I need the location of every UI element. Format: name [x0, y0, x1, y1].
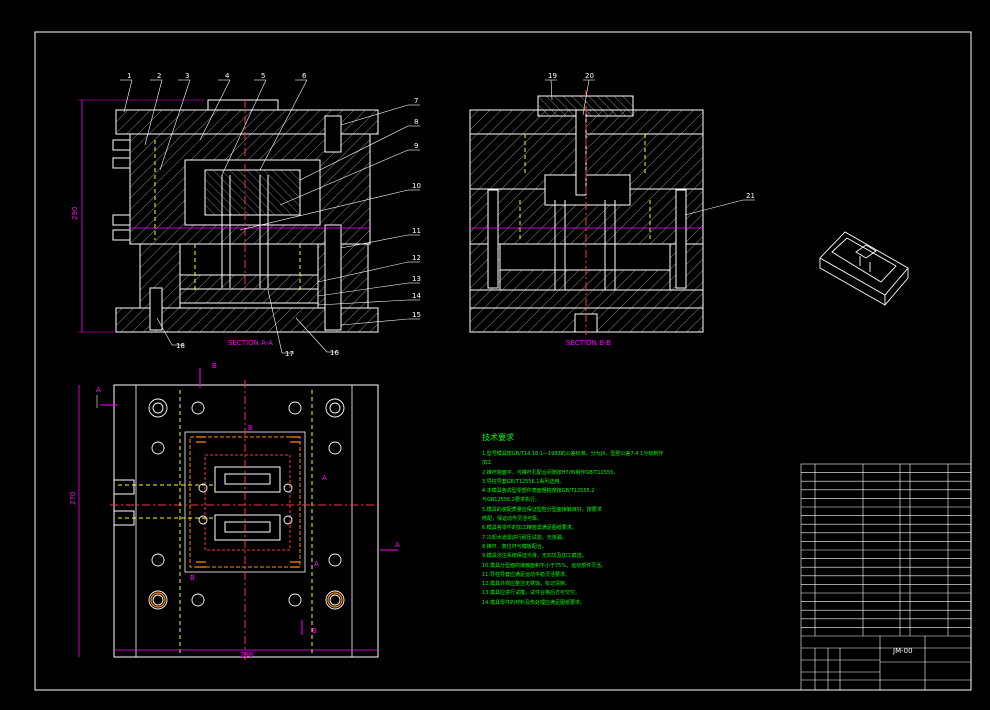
tech-note-line: 10.模具分型面的接触面积不小于75%，运动部件灵活。	[482, 562, 607, 569]
balloon-4: 4	[225, 72, 230, 80]
drawing-number: JM-00	[892, 647, 913, 655]
title-block	[800, 463, 972, 691]
tech-note-line: 6.模具各零件的加工精度需满足图纸要求。	[482, 525, 577, 532]
balloon-19: 19	[548, 72, 557, 80]
balloon-12: 12	[412, 254, 421, 262]
section-b-label: SECTION B-B	[566, 339, 611, 347]
part-balloons-a: 1 2 3 4 5 6 7 8 9 10 11 12 13 14 15 16 1…	[127, 72, 421, 358]
leader-lines-a	[120, 79, 420, 354]
cut-marker-a-right: A	[395, 541, 400, 549]
balloon-2: 2	[157, 72, 161, 80]
balloon-5: 5	[261, 72, 265, 80]
drawing-border	[34, 31, 972, 691]
balloon-21: 21	[746, 192, 755, 200]
part-balloons-b: 19 20 21	[548, 72, 755, 200]
balloon-20: 20	[585, 72, 594, 80]
balloon-16: 16	[330, 349, 339, 357]
tech-note-line: 3.导柱导套GB/T12556.1系列选用。	[482, 478, 565, 485]
cut-marker-a-top: A	[96, 386, 101, 394]
cut-marker-b-bottom: B	[312, 627, 317, 635]
tech-note-line: 7.冷却水道需进行耐压试验，无渗漏。	[482, 534, 567, 541]
balloon-15: 15	[412, 311, 421, 319]
plan-height-dimension: 270	[69, 492, 77, 505]
balloon-11: 11	[412, 227, 421, 235]
tech-note-line: 修配，保证动作灵活可靠。	[482, 516, 543, 523]
product-isometric	[819, 231, 909, 306]
tech-note-line: 1.型号模具按GB/T14.18.1—1993的公差标准，分为JX。型腔公差7.…	[482, 451, 664, 457]
tech-note-line: 14.模具零件的材料及热处理应满足图纸要求。	[482, 599, 585, 606]
tech-note-line: 4.本模具各成型零部件表面粗糙度按GB/T12555.2	[482, 488, 595, 495]
section-a-view	[78, 99, 379, 333]
balloon-8: 8	[414, 118, 418, 126]
balloon-14: 14	[412, 292, 421, 300]
balloon-9: 9	[414, 142, 418, 150]
leader-lines-b	[545, 79, 755, 216]
tech-note-line: 9.模具浇注系统保证光滑，无凹坑及加工痕迹。	[482, 553, 587, 560]
balloon-10: 10	[412, 182, 421, 190]
overall-height-dimension: 290	[71, 207, 79, 220]
tech-note-line: 13.模具应进行试模，试件合格后方可交付。	[482, 590, 580, 597]
tech-note-line: 11.导柱导套应满足运动平稳灵活要求。	[482, 571, 570, 578]
cut-marker-b-top: B	[212, 362, 217, 370]
plan-width-dimension: 298	[240, 651, 253, 659]
section-a-label: SECTION A-A	[228, 339, 273, 347]
balloon-1: 1	[127, 72, 131, 80]
tech-note-line: 加工	[482, 460, 493, 467]
plan-view	[78, 368, 398, 660]
tech-note-line: 2.推杆端面平，与推杆孔配合间隙按H7/f6制作GB/T12555。	[482, 469, 619, 476]
tech-note-line: 12.模具外观应整洁无锈蚀，标记清晰。	[482, 581, 570, 588]
cut-marker-a-inner: A	[322, 474, 327, 482]
cut-marker-b-inner-top: B	[248, 424, 253, 432]
cut-marker-a-inner-bottom: A	[314, 560, 319, 568]
balloon-13: 13	[412, 275, 421, 283]
tech-notes-title: 技术要求	[482, 433, 514, 442]
tech-note-line: 8.推杆、复位杆与模板配合。	[482, 543, 547, 550]
tech-note-line: 5.模具的装配质量应保证型腔分型面接触良好，按要求	[482, 506, 602, 513]
balloon-7: 7	[414, 97, 418, 105]
balloon-18: 18	[176, 342, 185, 350]
balloon-3: 3	[185, 72, 189, 80]
tech-notes-lines: 1.型号模具按GB/T14.18.1—1993的公差标准，分为JX。型腔公差7.…	[482, 450, 782, 608]
tech-notes: 技术要求 1.型号模具按GB/T14.18.1—1993的公差标准，分为JX。型…	[482, 432, 782, 608]
balloon-6: 6	[302, 72, 307, 80]
tech-note-line: 与GB12556.2要求执行。	[482, 497, 540, 504]
cut-marker-b-inner-bottom: B	[190, 574, 195, 582]
balloon-17: 17	[285, 350, 294, 358]
cut-markers: A A B B A B B A	[96, 362, 400, 635]
section-b-view	[469, 90, 704, 335]
